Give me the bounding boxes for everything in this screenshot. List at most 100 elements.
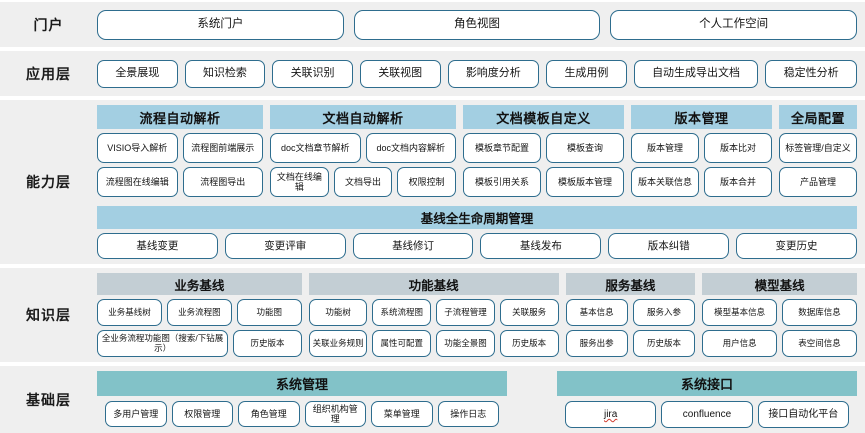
knowledge-group-row: 基本信息 服务入参 [565,299,696,326]
capability-item[interactable]: 标签管理/自定义 [779,133,857,163]
layer-label-infrastructure: 基础层 [26,391,71,408]
baseline-item[interactable]: 基线发布 [480,233,602,259]
capability-item[interactable]: 模板版本管理 [546,167,624,197]
infrastructure-item[interactable]: 操作日志 [437,401,499,427]
knowledge-item[interactable]: 关联服务 [499,299,559,326]
knowledge-item[interactable]: 系统流程图 [372,299,432,326]
capability-item[interactable]: 权限控制 [397,167,457,197]
capability-group-row: 模板引用关系 模板版本管理 [463,167,624,197]
capability-item[interactable]: 版本管理 [631,133,699,163]
layer-band-portal: 门户 系统门户 角色视图 个人工作空间 [0,2,865,47]
knowledge-item[interactable]: 表空间信息 [782,330,857,357]
capability-group: 版本管理 版本管理 版本比对 版本关联信息 版本合并 [631,105,772,197]
capability-item[interactable]: 版本合并 [704,167,772,197]
infrastructure-group-header: 系统管理 [97,371,507,396]
knowledge-item[interactable]: 功能全景图 [436,330,495,357]
application-item[interactable]: 关联视图 [359,59,441,88]
knowledge-item[interactable]: 全业务流程功能图（搜索/下钻展示） [97,330,229,357]
knowledge-item[interactable]: 模型基本信息 [702,299,778,326]
knowledge-group-row: 模型基本信息 数据库信息 [702,299,857,326]
baseline-item[interactable]: 基线修订 [352,233,474,259]
infrastructure-item[interactable]: 角色管理 [238,401,300,427]
layer-label-capability: 能力层 [26,174,71,190]
infrastructure-group-header: 系统接口 [557,371,857,396]
knowledge-item[interactable]: 数据库信息 [782,299,857,326]
capability-item[interactable]: 版本关联信息 [631,167,699,197]
portal-item[interactable]: 角色视图 [353,9,601,40]
knowledge-item[interactable]: 业务流程图 [166,299,232,326]
knowledge-item[interactable]: 用户信息 [702,330,778,357]
infrastructure-item-jira[interactable]: jira [565,401,657,428]
capability-item[interactable]: 流程图在线编辑 [97,167,178,197]
application-item[interactable]: 关联识别 [272,59,353,88]
layer-band-application: 应用层 全景展现 知识检索 关联识别 关联视图 影响度分析 生成用例 自动生成导… [0,51,865,96]
capability-item[interactable]: 模板章节配置 [463,133,541,163]
capability-group-row: 产品管理 [779,167,857,197]
knowledge-group-header: 业务基线 [97,273,302,295]
capability-item[interactable]: 版本比对 [704,133,772,163]
capability-group-header: 流程自动解析 [97,105,263,129]
knowledge-item[interactable]: 基本信息 [565,299,628,326]
capability-group-row: 文档在线编辑 文档导出 权限控制 [270,167,457,197]
knowledge-group-header: 模型基线 [702,273,857,295]
knowledge-group: 功能基线 功能树 系统流程图 子流程管理 关联服务 关联业务规则 属性可配置 功… [308,273,559,357]
infrastructure-item-confluence[interactable]: confluence [661,401,753,428]
application-item[interactable]: 生成用例 [546,59,627,88]
knowledge-item[interactable]: 历史版本 [499,330,559,357]
capability-item[interactable]: 产品管理 [779,167,857,197]
capability-item[interactable]: 流程图前端展示 [182,133,263,163]
infrastructure-item[interactable]: 菜单管理 [371,401,433,427]
knowledge-group-row: 业务基线树 业务流程图 功能图 [97,299,302,326]
application-item[interactable]: 全景展现 [97,59,178,88]
capability-group-header: 文档自动解析 [270,105,456,129]
capability-group-row: doc文档章节解析 doc文档内容解析 [270,133,456,163]
capability-group: 文档自动解析 doc文档章节解析 doc文档内容解析 文档在线编辑 文档导出 权… [270,105,457,197]
baseline-item[interactable]: 变更评审 [224,233,346,259]
application-item[interactable]: 影响度分析 [447,59,540,88]
capability-group-row: 流程图在线编辑 流程图导出 [97,167,263,197]
knowledge-group: 服务基线 基本信息 服务入参 服务出参 历史版本 [565,273,696,357]
knowledge-item[interactable]: 功能图 [236,299,302,326]
knowledge-group-row: 用户信息 表空间信息 [702,330,857,357]
application-item[interactable]: 稳定性分析 [765,59,857,88]
application-item[interactable]: 自动生成导出文档 [633,59,759,88]
infrastructure-item[interactable]: 接口自动化平台 [757,401,849,428]
infrastructure-item-list: 多用户管理 权限管理 角色管理 组织机构管理 菜单管理 操作日志 [97,401,507,427]
knowledge-item[interactable]: 子流程管理 [436,299,495,326]
application-item[interactable]: 知识检索 [184,59,266,88]
baseline-item[interactable]: 版本纠错 [608,233,730,259]
capability-item[interactable]: VISIO导入解析 [97,133,178,163]
baseline-lifecycle-block: 基线全生命周期管理 基线变更 变更评审 基线修订 基线发布 版本纠错 变更历史 [97,206,857,259]
knowledge-item[interactable]: 服务出参 [565,330,628,357]
knowledge-item[interactable]: 历史版本 [632,330,696,357]
capability-item[interactable]: 流程图导出 [182,167,263,197]
baseline-item[interactable]: 基线变更 [97,233,218,259]
capability-group-row: 版本关联信息 版本合并 [631,167,772,197]
knowledge-item[interactable]: 服务入参 [632,299,696,326]
capability-item[interactable]: 文档导出 [333,167,393,197]
layer-band-infrastructure: 基础层 系统管理 多用户管理 权限管理 角色管理 组织机构管理 菜单管理 操作日… [0,366,865,433]
capability-item[interactable]: 模板引用关系 [463,167,541,197]
capability-group-row: 模板章节配置 模板查询 [463,133,624,163]
application-item-list: 全景展现 知识检索 关联识别 关联视图 影响度分析 生成用例 自动生成导出文档 … [97,59,857,88]
capability-item[interactable]: 文档在线编辑 [270,167,329,197]
knowledge-item[interactable]: 属性可配置 [372,330,432,357]
knowledge-item[interactable]: 关联业务规则 [308,330,368,357]
portal-item[interactable]: 个人工作空间 [610,9,858,40]
capability-item[interactable]: 模板查询 [546,133,624,163]
knowledge-item[interactable]: 业务基线树 [97,299,162,326]
knowledge-group: 模型基线 模型基本信息 数据库信息 用户信息 表空间信息 [702,273,857,357]
knowledge-item[interactable]: 历史版本 [233,330,302,357]
infrastructure-item-list: jira confluence 接口自动化平台 [557,401,857,428]
knowledge-item[interactable]: 功能树 [308,299,368,326]
layer-band-knowledge: 知识层 业务基线 业务基线树 业务流程图 功能图 全业务流程功能图（搜索/下钻展… [0,268,865,362]
infrastructure-item[interactable]: 权限管理 [171,401,233,427]
infrastructure-item[interactable]: 多用户管理 [105,401,167,427]
baseline-item[interactable]: 变更历史 [736,233,857,259]
portal-item-list: 系统门户 角色视图 个人工作空间 [97,9,858,40]
capability-item[interactable]: doc文档内容解析 [365,133,456,163]
portal-item[interactable]: 系统门户 [97,9,344,40]
knowledge-group-header: 服务基线 [565,273,696,295]
infrastructure-item[interactable]: 组织机构管理 [304,401,366,427]
capability-item[interactable]: doc文档章节解析 [270,133,361,163]
